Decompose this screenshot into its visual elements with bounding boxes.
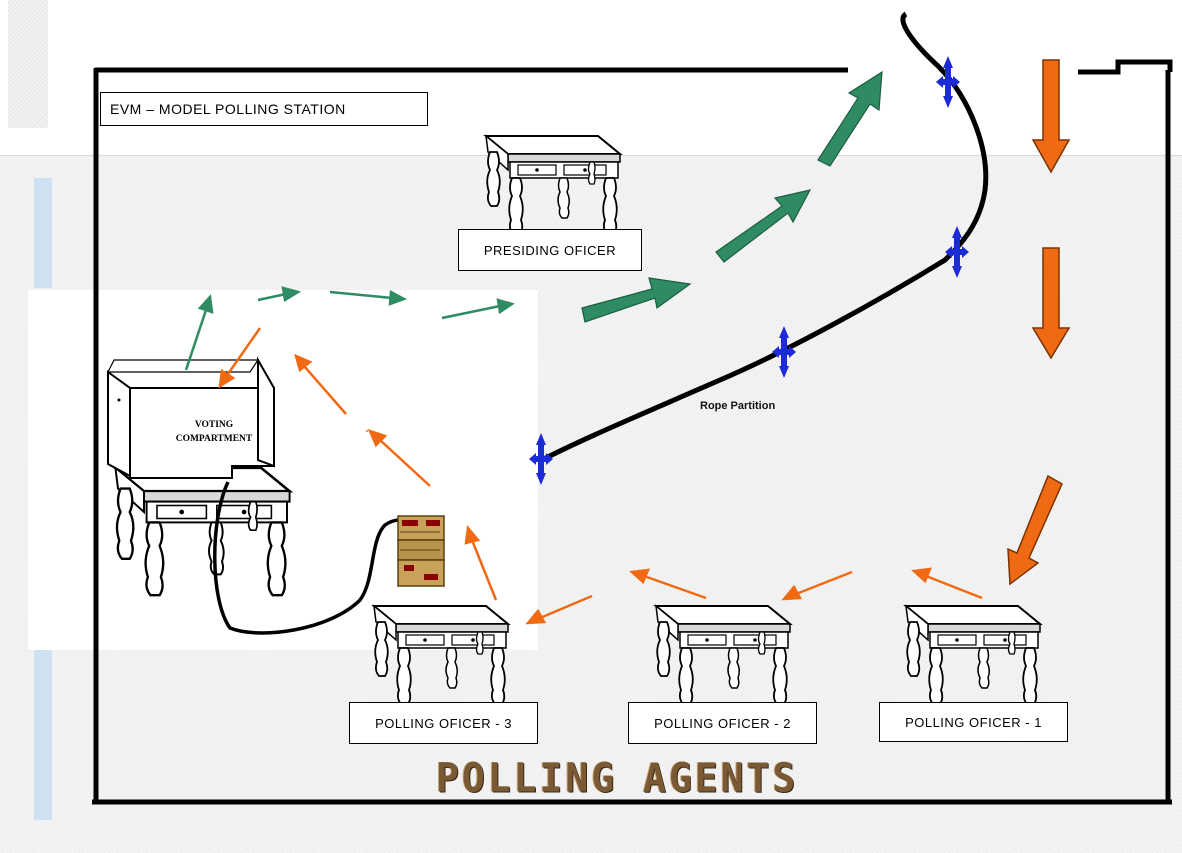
evm-control-unit	[213, 481, 445, 635]
polling-officer-2-table	[655, 605, 791, 705]
presiding-officer-label: PRESIDING OFICER	[458, 229, 642, 271]
background-corner	[8, 0, 48, 128]
rope-post	[529, 433, 553, 485]
rope-partition-line	[536, 11, 989, 465]
rope-partition-label: Rope Partition	[700, 400, 776, 412]
entry-path-arrows	[218, 59, 1071, 625]
polling-officer-2-label: POLLING OFICER - 2	[628, 702, 817, 744]
polling-officer-1-table	[905, 605, 1041, 705]
voting-compartment-label-line2: COMPARTMENT	[175, 434, 253, 444]
polling-officer-1-label: POLLING OFICER - 1	[879, 702, 1068, 742]
side-ruler-lower	[34, 650, 52, 820]
presiding-officer-table	[485, 135, 621, 235]
station-walls	[92, 59, 1173, 805]
exit-path-arrows	[184, 70, 883, 371]
voting-compartment-label: VOTING COMPARTMENT	[140, 418, 288, 446]
polling-agents-label: POLLING AGENTS	[436, 754, 799, 802]
polling-officer-3-label: POLLING OFICER - 3	[349, 702, 538, 744]
station-title: EVM – MODEL POLLING STATION	[100, 92, 428, 126]
rope-post	[936, 56, 960, 108]
voting-compartment-label-line1: VOTING	[194, 420, 234, 430]
polling-officer-3-table	[373, 605, 509, 705]
side-ruler-upper	[34, 178, 52, 288]
background-top	[0, 0, 1182, 155]
rope-post	[772, 326, 796, 378]
voting-compartment	[107, 356, 291, 597]
